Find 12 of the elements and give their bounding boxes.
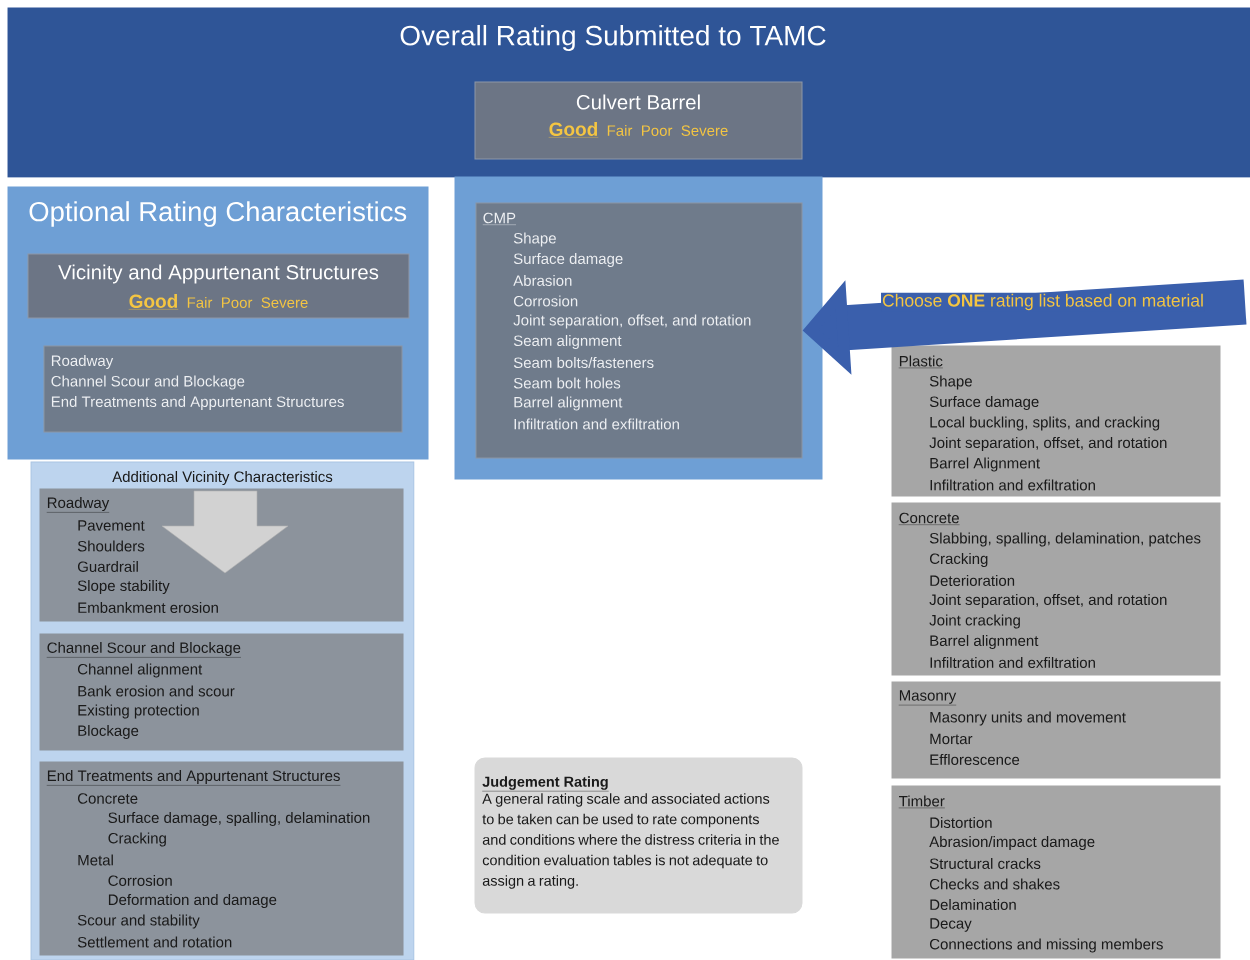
list-box: Plastic Shape Surface damage Local buckling, splits, and cracking Joint separation, offset, and rotation Barrel Alignment Infiltration and exfiltration [891,345,1221,497]
list-box: CMP Shape Surface damage Abrasion Corrosion Joint separation, offset, and rotation Seam alignment Seam bolts/fasteners Seam bolt holes Barrel alignment Infiltration and exfiltration [475,202,803,459]
list-box: Concrete Slabbing, spalling, delamination, patches Cracking Deterioration Joint separation, offset, and rotation Joint cracking Barrel alignment Infiltration and exfiltration [891,502,1221,676]
list-box: End Treatments and Appurtenant Structures Concrete Surface damage, spalling, delamination Cracking Metal Corrosion Deformation and damage Scour and stability Settlement and rotation [39,761,404,956]
rating-box: Vicinity and Appurtenant Structures Good Fair Poor Severe [27,253,410,319]
list-box: Channel Scour and Blockage Channel alignment Bank erosion and scour Existing protection Blockage [39,633,404,751]
list-box: Roadway Pavement Shoulders Guardrail Slope stability Embankment erosion [39,488,404,622]
list-box: Masonry Masonry units and movement Mortar Efflorescence [891,681,1221,779]
list-box: Timber Distortion Abrasion/impact damage Structural cracks Checks and shakes Delamination Decay Connections and missing members [891,785,1221,959]
list-box: Roadway Channel Scour and Blockage End Treatments and Appurtenant Structures [43,345,403,433]
note-box: Judgement Rating A general rating scale and associated actions to be taken can be used to rate components and conditions where the distress criteria in the condition evaluation tables is not adequate to assign a rating. [474,757,803,914]
rating-box: Culvert Barrel Good Fair Poor Severe [474,81,803,160]
